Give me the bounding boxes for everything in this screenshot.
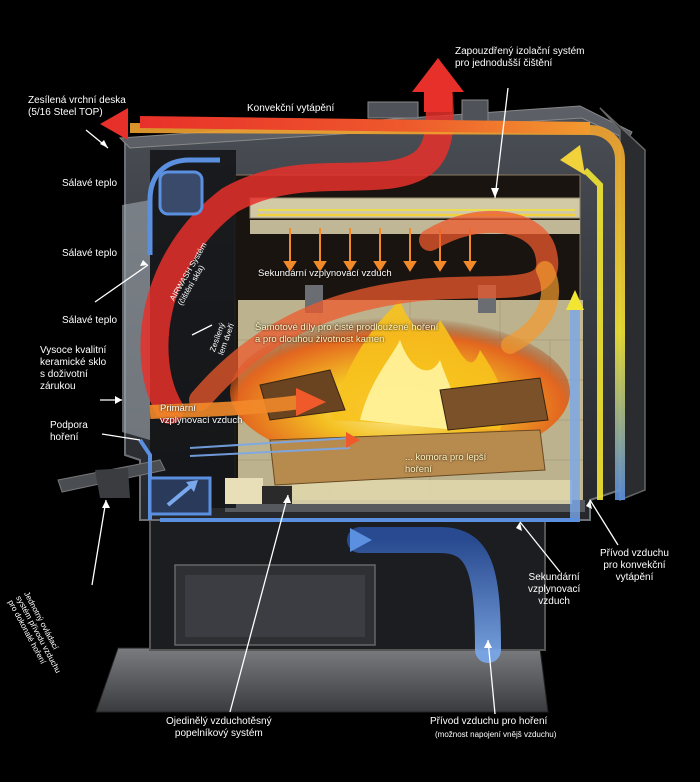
ashpan-inner (185, 575, 365, 637)
ash-lip-left (225, 478, 263, 504)
label-steel-top: Zesílená vrchní deska (5/16 Steel TOP) (28, 95, 126, 118)
ashpan-air-arrow (350, 528, 372, 552)
air-control-arrow (186, 480, 198, 492)
flue-exhaust-arrow (412, 58, 464, 112)
airwash-box (158, 170, 204, 216)
label-primary-combustion: Primární vzplynovací vzduch (160, 403, 243, 426)
primary-air-flow (149, 388, 360, 457)
primary-air-lines (189, 437, 351, 457)
hot-gas-flow (140, 58, 559, 424)
log-front (269, 429, 546, 486)
label-radiant-heat-1: Sálavé teplo (62, 178, 118, 189)
label-secondary-combustion-inner: Sekundární vzplynovací vzduch (258, 268, 392, 279)
label-radiant-heat-3: Sálavé teplo (62, 315, 118, 326)
secondary-air-jets (283, 228, 477, 272)
label-radiant-heat-2: Sálavé teplo (62, 248, 118, 259)
leader-lines (85, 87, 619, 715)
handle-base (95, 468, 130, 498)
primary-air-tip (346, 432, 360, 448)
ash-lip-right (292, 480, 572, 504)
log-right (439, 377, 549, 431)
secondary-air-tubes (258, 209, 575, 217)
label-combustion-support: Podpora hoření (50, 420, 88, 443)
label-firebricks: Šamotové díly pro čisté prodloužené hoře… (255, 322, 439, 345)
flue-collar (367, 101, 419, 119)
label-combustion-air-inlet: Přívod vzduchu pro hoření (430, 716, 548, 727)
primary-air-arrow (296, 388, 326, 416)
label-ceramic-glass: Vysoce kvalitní keramické sklo s doživot… (40, 345, 107, 392)
label-burn-chamber: ... komora pro lepší hoření (405, 452, 487, 475)
label-convection-heating: Konvekční vytápění (247, 103, 335, 114)
convection-outlet-arrow (100, 108, 128, 140)
convection-flow (100, 108, 625, 500)
secondary-air-arrow (566, 290, 584, 310)
ash-gap (262, 486, 292, 504)
leader-arrowheads (100, 140, 592, 648)
fire (230, 300, 570, 486)
combustion-air-flow (138, 157, 584, 663)
label-inlet-air-convection: Přívod vzduchu pro konvekční vytápění (600, 548, 669, 583)
convection-turn-arrow (560, 145, 585, 175)
label-combustion-air-inlet-note: (možnost napojení vnějš vzduchu) (435, 730, 557, 739)
flame-core (360, 340, 457, 430)
label-insulation-system: Zapouzdřený izolační systém pro jednoduš… (455, 46, 585, 69)
label-secondary-combustion-outer: Sekundární vzplynovací vzduch (528, 572, 581, 607)
label-ashpan: Ojedinělý vzduchotěsný popelníkový systé… (166, 716, 272, 739)
